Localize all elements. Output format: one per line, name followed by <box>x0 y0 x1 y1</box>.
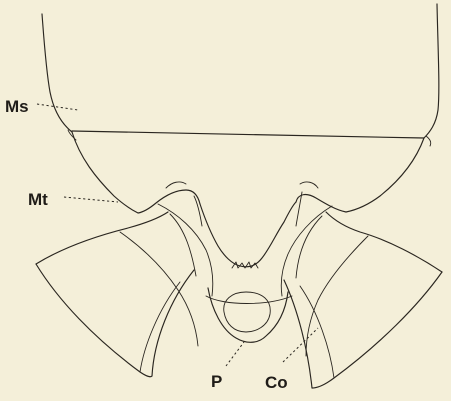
mesothorax-outline <box>42 4 439 138</box>
sternal-process <box>194 192 302 268</box>
penis-structure <box>206 288 292 342</box>
p-leader <box>226 342 244 366</box>
leg-bases <box>158 204 332 296</box>
label-ms: Ms <box>5 97 29 116</box>
label-p: P <box>211 372 222 391</box>
coxa-right <box>284 212 442 388</box>
metathorax-plate <box>68 130 431 213</box>
label-mt: Mt <box>28 190 48 209</box>
label-co: Co <box>265 373 288 392</box>
co-leader <box>283 328 318 362</box>
mt-leader <box>64 197 118 202</box>
coxa-left <box>36 212 198 377</box>
ms-leader <box>37 104 78 110</box>
